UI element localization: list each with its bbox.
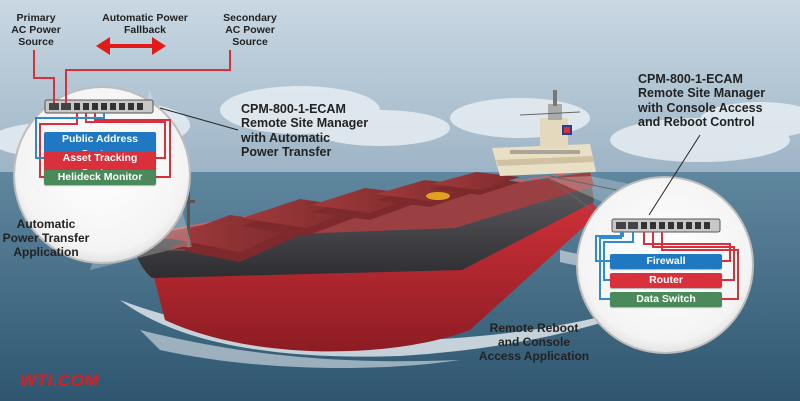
double-arrow-icon [96, 37, 166, 55]
left-device-cables-blue [35, 113, 105, 159]
right-device-label: CPM-800-1-ECAM Remote Site Manager with … [638, 72, 766, 130]
left-source-cables [33, 50, 231, 103]
right-power-strip-icon [611, 218, 721, 233]
right-device-cables-blue [595, 232, 634, 300]
right-application-label: Remote Reboot and Console Access Applica… [478, 321, 590, 363]
ship [132, 90, 600, 352]
wti-brand-logo: WTI.COM [20, 371, 100, 390]
data-switch-device: Data Switch [610, 292, 722, 307]
right-device-leader [648, 134, 701, 216]
router-device: Router [610, 273, 722, 288]
primary-source-label: Primary AC Power Source [11, 12, 61, 49]
left-device-leader [159, 107, 239, 131]
firewall-device: Firewall [610, 254, 722, 269]
left-power-strip-icon [44, 99, 154, 114]
cargo-hatches [168, 172, 520, 262]
fallback-label: Automatic Power Fallback [102, 12, 188, 37]
left-application-label: Automatic Power Transfer Application [2, 217, 90, 259]
right-device-cables-red [643, 232, 739, 300]
left-device-label: CPM-800-1-ECAM Remote Site Manager with … [241, 102, 369, 160]
superstructure [492, 90, 596, 176]
helideck-monitor-device: Helideck Monitor [44, 170, 156, 185]
hull-lower [150, 200, 600, 352]
secondary-source-label: Secondary AC Power Source [223, 12, 277, 49]
